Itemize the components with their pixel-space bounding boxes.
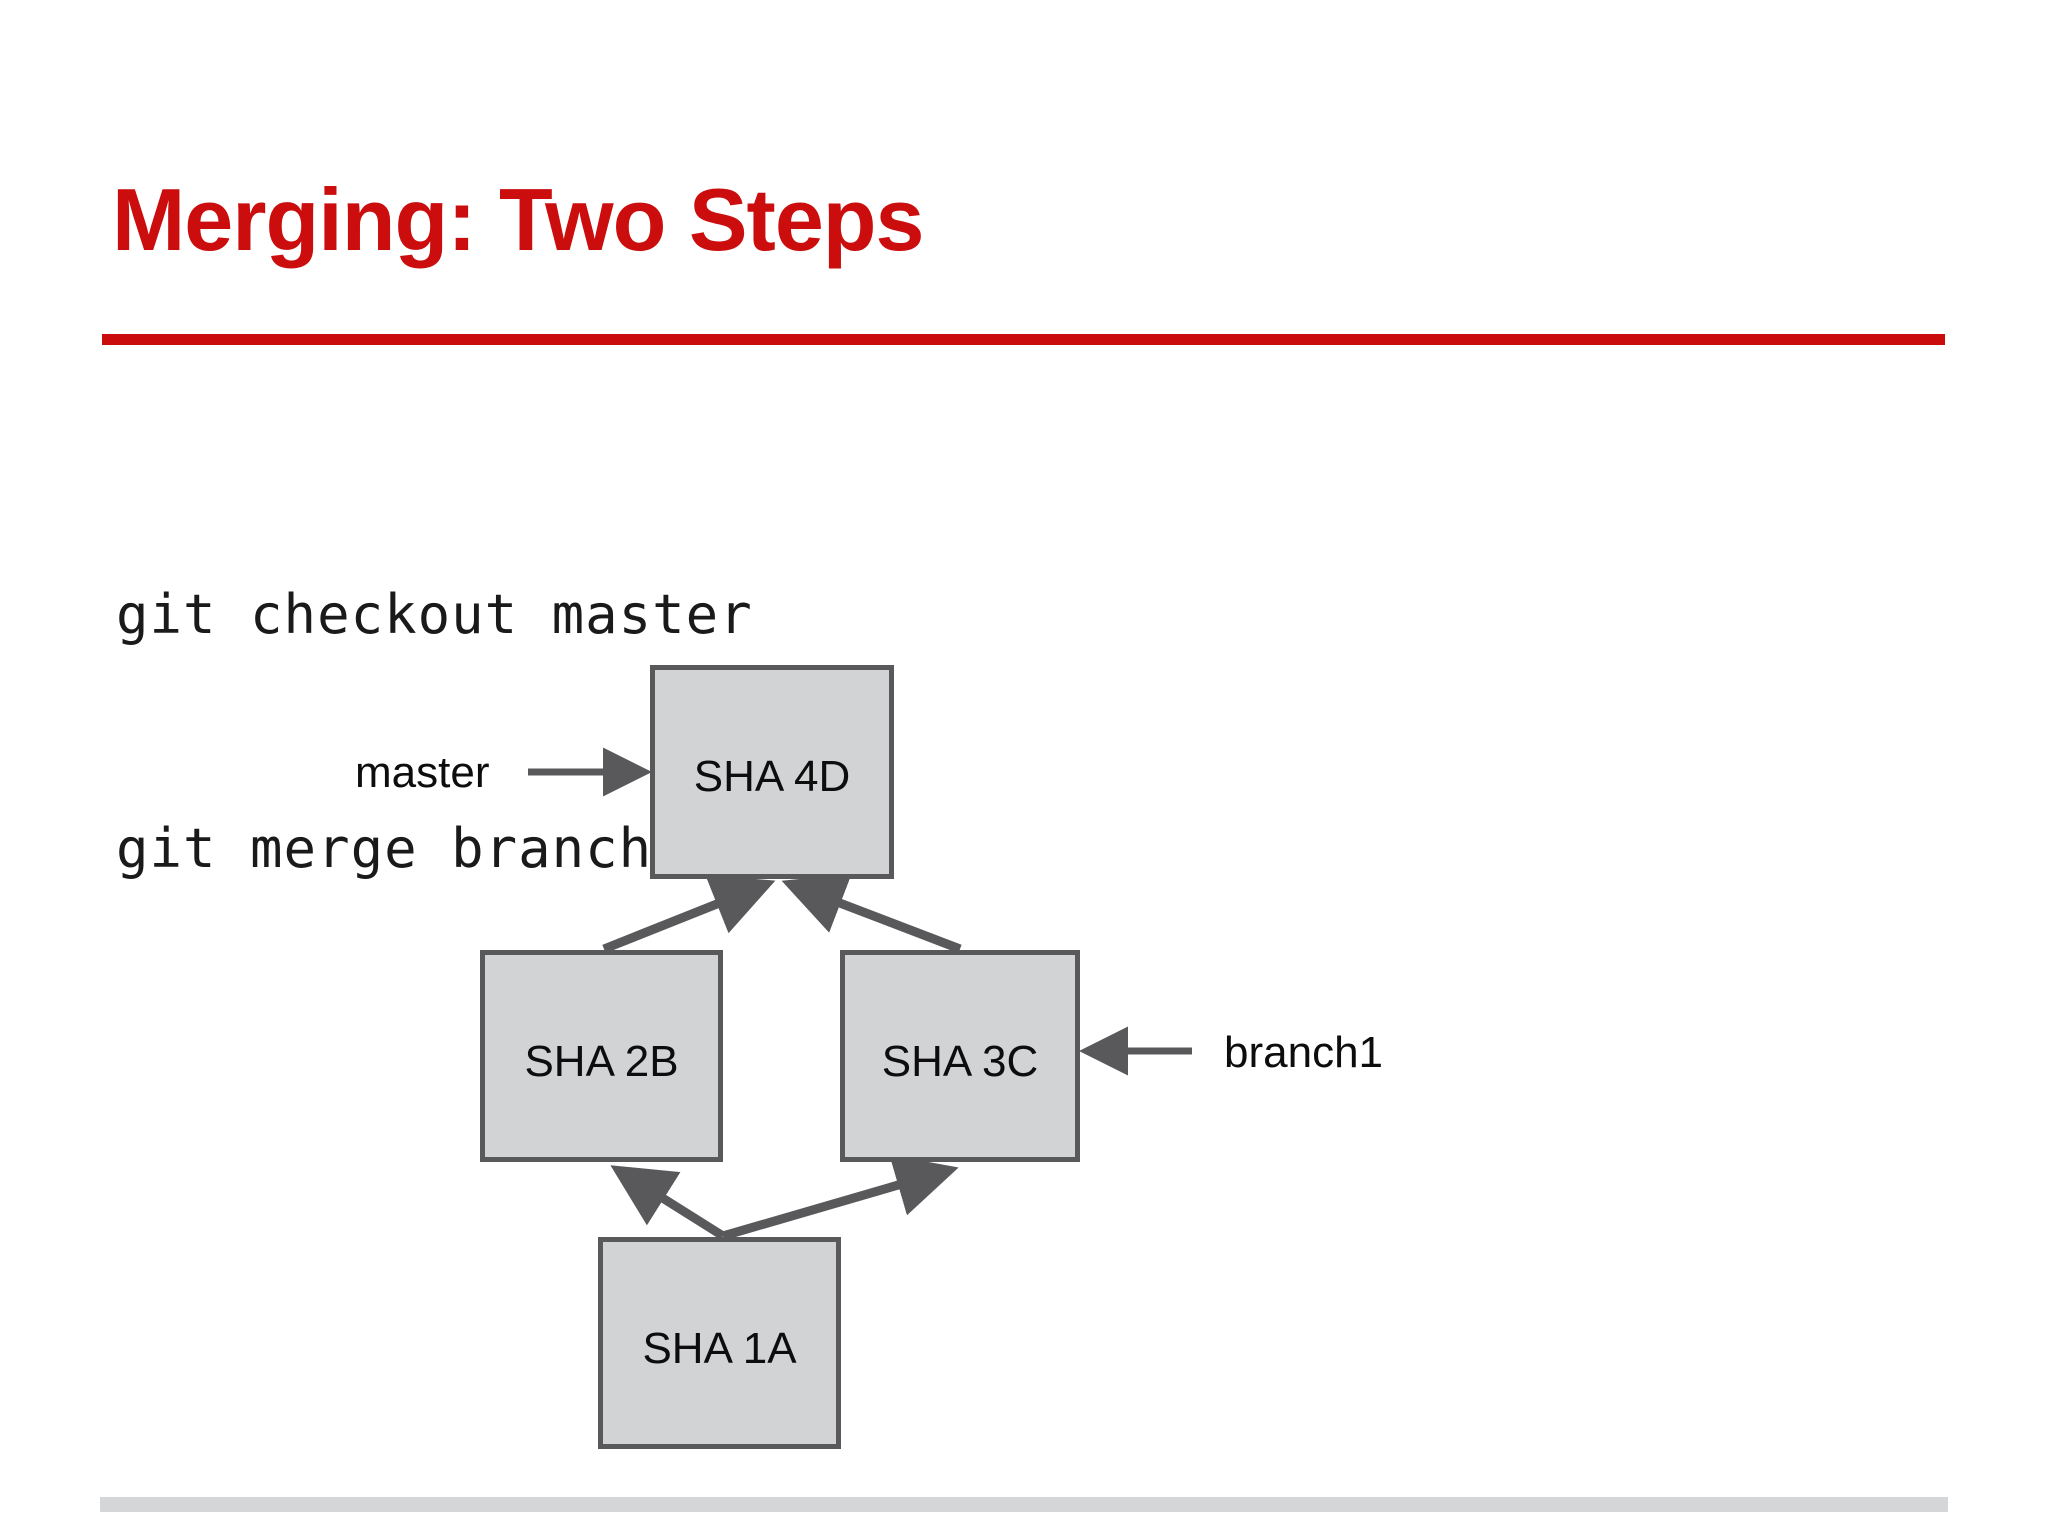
- page-title: Merging: Two Steps: [112, 170, 924, 269]
- title-divider: [102, 334, 1945, 345]
- footer-bar: [100, 1497, 1948, 1512]
- commit-label-sha1a: SHA 1A: [642, 1324, 797, 1373]
- command-block: git checkout master git merge branch1: [116, 420, 753, 1044]
- command-line-1: git checkout master: [116, 583, 753, 646]
- arrow-sha3c-to-sha4d: [781, 873, 962, 954]
- commit-label-sha2b: SHA 2B: [524, 1037, 679, 1086]
- commit-node-sha1a[interactable]: SHA 1A: [598, 1237, 841, 1449]
- ref-label-branch1: branch1: [1224, 1028, 1384, 1077]
- arrow-sha1a-to-sha2b: [610, 1165, 726, 1240]
- commit-label-sha3c: SHA 3C: [881, 1037, 1039, 1086]
- commit-node-sha3c[interactable]: SHA 3C: [840, 950, 1080, 1162]
- command-line-2: git merge branch1: [116, 817, 686, 880]
- arrow-sha1a-to-sha3c: [721, 1154, 959, 1241]
